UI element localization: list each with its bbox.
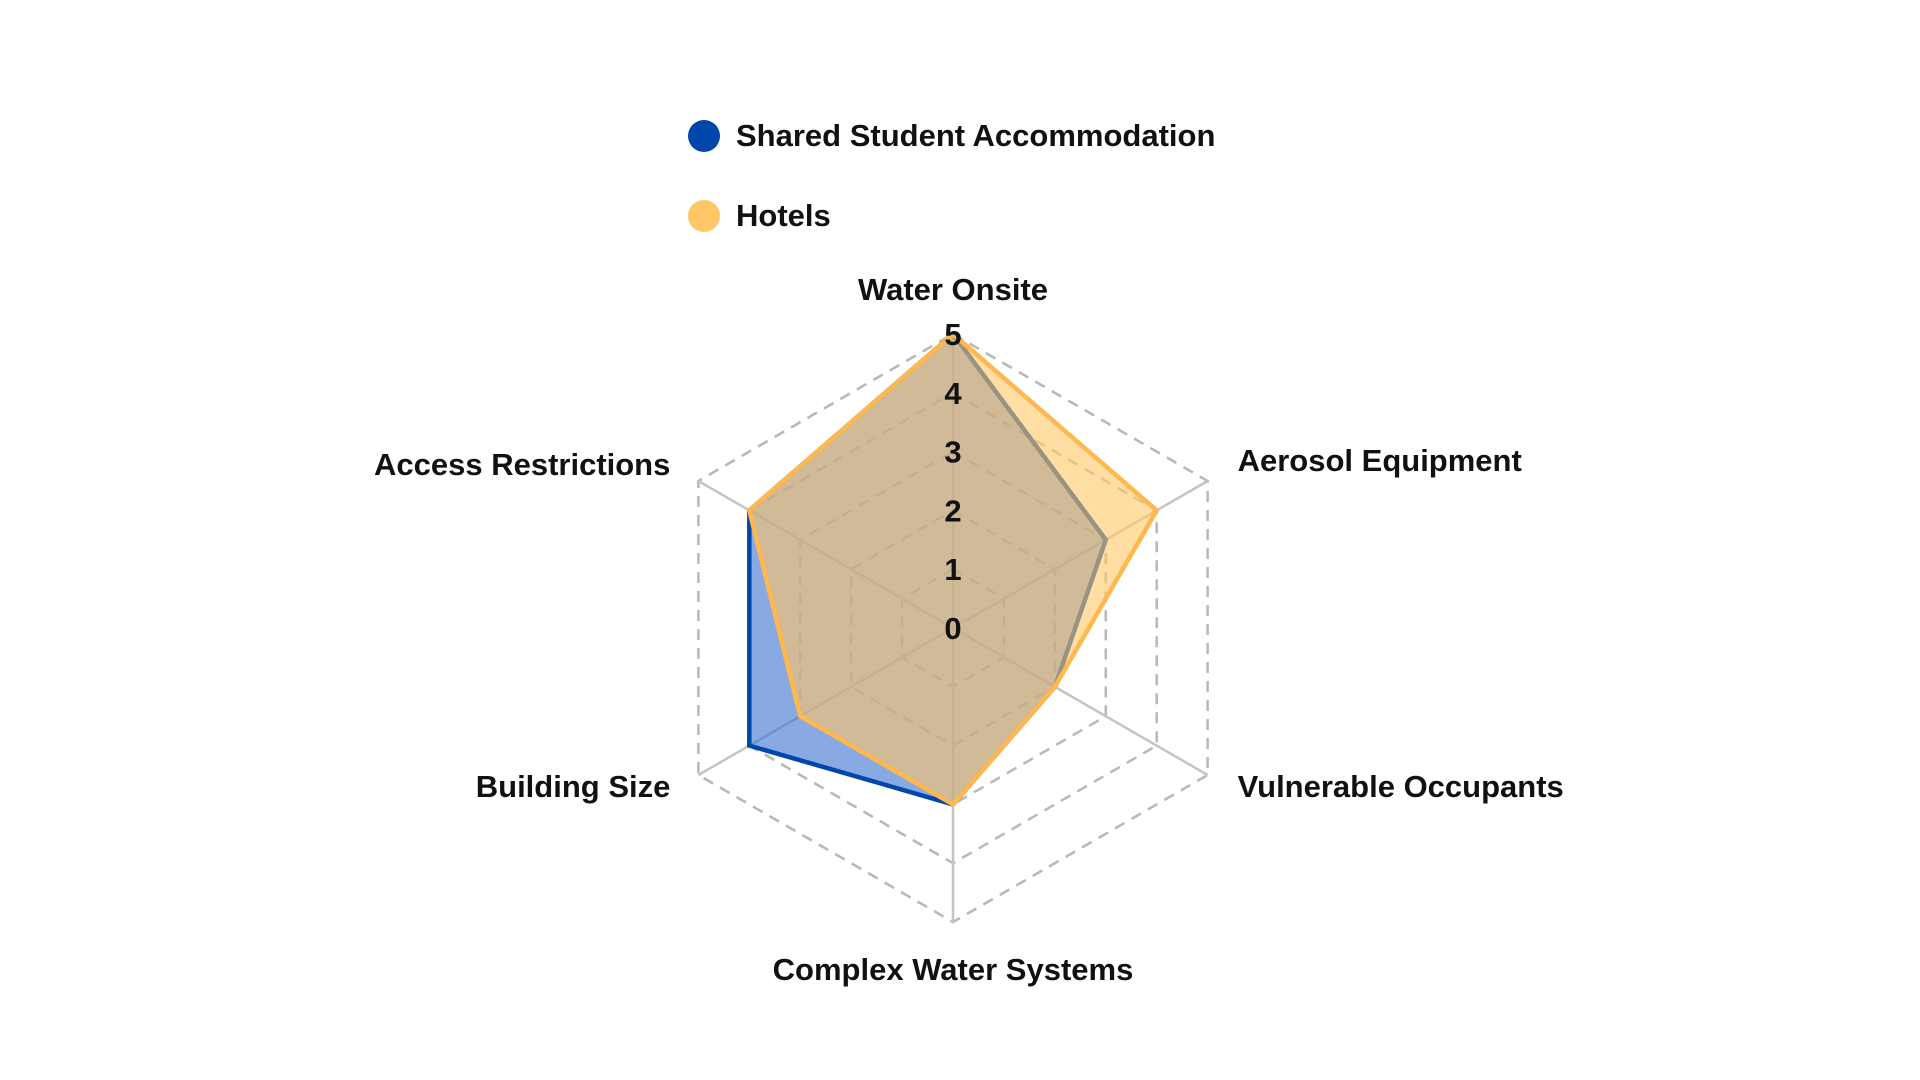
tick-label-3: 3 [944,435,961,470]
tick-label-2: 2 [944,493,961,528]
legend-item-shared-student-accommodation[interactable]: Shared Student Accommodation [688,112,1215,160]
legend-marker-shared-student-accommodation [688,120,720,152]
tick-labels: 0 1 2 3 4 5 [944,317,962,646]
legend-marker-hotels [688,200,720,232]
axis-label-building-size: Building Size [476,769,671,804]
axis-label-complex-water-systems: Complex Water Systems [773,952,1134,987]
axis-label-vulnerable-occupants: Vulnerable Occupants [1238,769,1564,804]
axis-label-access-restrictions: Access Restrictions [374,447,670,482]
tick-label-4: 4 [944,376,962,411]
series-hotels [746,331,1160,808]
legend-label-hotels: Hotels [736,198,831,233]
tick-label-5: 5 [944,317,961,352]
series-layer [746,330,1160,808]
tick-label-1: 1 [944,552,961,587]
legend: Shared Student Accommodation Hotels [688,112,1215,272]
legend-label-shared-student-accommodation: Shared Student Accommodation [736,118,1216,153]
axis-label-water-onsite: Water Onsite [858,272,1048,307]
tick-label-0: 0 [944,611,961,646]
legend-item-hotels[interactable]: Hotels [688,192,1215,240]
axis-label-aerosol-equipment: Aerosol Equipment [1238,443,1522,478]
